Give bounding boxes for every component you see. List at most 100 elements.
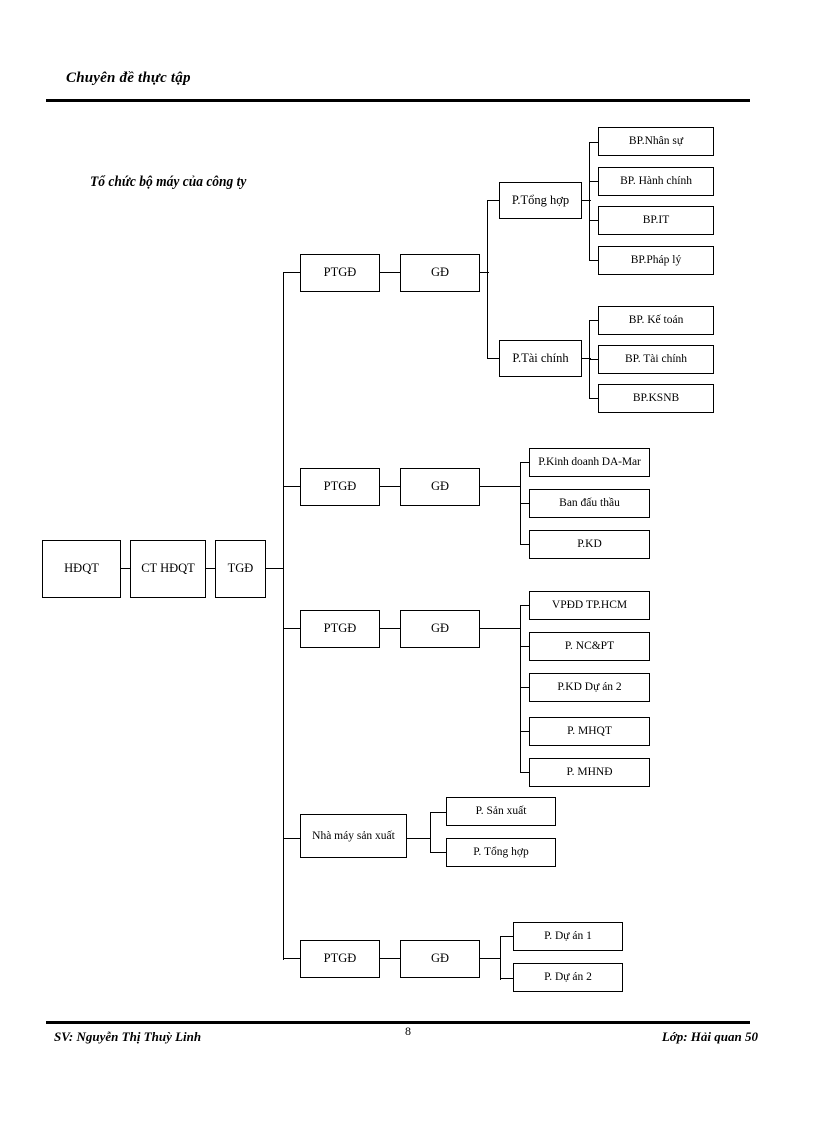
connector-unit-p-ncpt	[520, 646, 530, 648]
trunk-vertical	[283, 272, 285, 960]
node-bp-ke-toan: BP. Kế toán	[598, 306, 714, 335]
node-p-du-an-2: P. Dự án 2	[513, 963, 623, 992]
node-branch-2-director: GĐ	[400, 468, 480, 506]
node-branch-1-director: GĐ	[400, 254, 480, 292]
page-number: 8	[405, 1024, 411, 1038]
node-bp-ksnb-label: BP.KSNB	[632, 392, 680, 405]
node-branch-1-deputy-label: PTGĐ	[323, 265, 357, 280]
node-p-du-an-2-label: P. Dự án 2	[544, 971, 592, 984]
node-branch-2-deputy-label: PTGĐ	[323, 479, 357, 494]
connector-branch-3-director-spine	[479, 628, 521, 630]
connector-unit-bp-it	[589, 220, 599, 222]
node-p-kd-du-an-2: P.KD Dự án 2	[529, 673, 650, 702]
node-branch-1-deputy: PTGĐ	[300, 254, 380, 292]
node-branch-2-director-label: GĐ	[430, 479, 450, 494]
spine-branch-4	[430, 812, 432, 853]
connector-unit-p-du-an-1	[500, 936, 514, 938]
trunk-stub-branch-5	[283, 958, 301, 960]
node-p-kd-label: P.KD	[577, 538, 602, 551]
node-p-kd: P.KD	[529, 530, 650, 559]
trunk-stub-branch-2	[283, 486, 301, 488]
node-branch-3-director-label: GĐ	[430, 621, 450, 636]
node-branch-5-deputy: PTGĐ	[300, 940, 380, 978]
connector-branch-3-deputy-director	[379, 628, 401, 630]
node-p-kinh-doanh-da-mar: P.Kinh doanh DA-Mar	[529, 448, 650, 477]
trunk-stub-branch-1	[283, 272, 301, 274]
node-bp-tai-chinh-label: BP. Tài chính	[624, 353, 688, 366]
connector-unit-p-san-xuat	[430, 812, 447, 814]
trunk-stub-branch-3	[283, 628, 301, 630]
node-ct-hdqt-label: CT HĐQT	[141, 561, 195, 576]
connector-unit-bp-hanh-chinh	[589, 181, 599, 183]
node-branch-3-director: GĐ	[400, 610, 480, 648]
node-p-mhnd: P. MHNĐ	[529, 758, 650, 787]
trunk-stub-branch-4	[283, 838, 301, 840]
node-branch-1-director-label: GĐ	[430, 265, 450, 280]
node-ban-dau-thau: Ban đấu thầu	[529, 489, 650, 518]
connector-branch-2-director-spine	[479, 486, 521, 488]
node-p-mhqt-label: P. MHQT	[567, 725, 612, 738]
node-bp-nhan-su: BP.Nhân sự	[598, 127, 714, 156]
node-p-kinh-doanh-da-mar-label: P.Kinh doanh DA-Mar	[538, 456, 641, 469]
connector-hdqt-cthdqt	[120, 568, 131, 570]
node-bp-it: BP.IT	[598, 206, 714, 235]
node-branch-5-director-label: GĐ	[430, 951, 450, 966]
node-p-tong-hop-label: P.Tổng hợp	[511, 192, 570, 207]
node-p-san-xuat: P. Sản xuất	[446, 797, 556, 826]
diagram-title: Tổ chức bộ máy của công ty	[90, 174, 247, 190]
connector-unit-bp-phap-ly	[589, 260, 599, 262]
spine-branch-3	[520, 605, 522, 772]
connector-unit-p-mhqt	[520, 731, 530, 733]
node-branch-2-deputy: PTGĐ	[300, 468, 380, 506]
connector-branch-5-director-spine	[479, 958, 501, 960]
connector-cthdqt-tgd	[205, 568, 216, 570]
node-tgd: TGĐ	[215, 540, 266, 598]
connector-p-tai-chinh-spine	[581, 358, 591, 360]
node-p-kd-du-an-2-label: P.KD Dự án 2	[557, 681, 622, 694]
node-bp-phap-ly: BP.Pháp lý	[598, 246, 714, 275]
node-bp-it-label: BP.IT	[642, 214, 670, 227]
node-p-tong-hop: P.Tổng hợp	[499, 182, 582, 219]
node-p-tai-chinh: P.Tài chính	[499, 340, 582, 377]
spine-branch-5	[500, 936, 502, 980]
node-p-tong-hop-nha-may-label: P. Tổng hợp	[473, 846, 529, 859]
node-p-du-an-1-label: P. Dự án 1	[544, 930, 592, 943]
connector-branch-1-director-spine	[479, 272, 489, 274]
node-branch-3-deputy-label: PTGĐ	[323, 621, 357, 636]
node-bp-hanh-chinh: BP. Hành chính	[598, 167, 714, 196]
node-bp-phap-ly-label: BP.Pháp lý	[630, 254, 682, 267]
node-bp-ksnb: BP.KSNB	[598, 384, 714, 413]
node-branch-5-deputy-label: PTGĐ	[323, 951, 357, 966]
node-p-mhnd-label: P. MHNĐ	[566, 766, 613, 779]
connector-spine-p-tai-chinh	[487, 358, 500, 360]
node-p-san-xuat-label: P. Sản xuất	[475, 805, 527, 818]
footer-student-name: SV: Nguyễn Thị Thuỳ Linh	[54, 1029, 202, 1044]
spine-p-tong-hop-units	[589, 142, 591, 260]
node-p-tai-chinh-label: P.Tài chính	[512, 350, 569, 365]
node-hdqt: HĐQT	[42, 540, 121, 598]
node-vpdd-tphcm-label: VPĐD TP.HCM	[551, 599, 628, 612]
node-p-du-an-1: P. Dự án 1	[513, 922, 623, 951]
connector-spine-p-tong-hop	[487, 200, 500, 202]
node-bp-nhan-su-label: BP.Nhân sự	[628, 135, 684, 148]
node-ct-hdqt: CT HĐQT	[130, 540, 206, 598]
connector-unit-p-tong-hop-nm	[430, 852, 447, 854]
footer-class: Lớp: Hải quan 50	[661, 1029, 758, 1044]
node-vpdd-tphcm: VPĐD TP.HCM	[529, 591, 650, 620]
connector-unit-p-du-an-2	[500, 978, 514, 980]
connector-unit-ban-dau-thau	[520, 503, 530, 505]
node-bp-hanh-chinh-label: BP. Hành chính	[620, 175, 692, 188]
connector-branch-2-deputy-director	[379, 486, 401, 488]
connector-unit-p-mhnd	[520, 772, 530, 774]
node-p-ncpt: P. NC&PT	[529, 632, 650, 661]
connector-unit-p-kd-du-an-2	[520, 687, 530, 689]
node-ban-dau-thau-label: Ban đấu thầu	[559, 497, 620, 510]
node-p-mhqt: P. MHQT	[529, 717, 650, 746]
connector-tgd-trunk	[265, 568, 284, 570]
connector-unit-bp-nhan-su	[589, 142, 599, 144]
spine-branch-1	[487, 200, 489, 359]
connector-unit-bp-ke-toan	[589, 320, 599, 322]
connector-unit-bp-ksnb	[589, 398, 599, 400]
